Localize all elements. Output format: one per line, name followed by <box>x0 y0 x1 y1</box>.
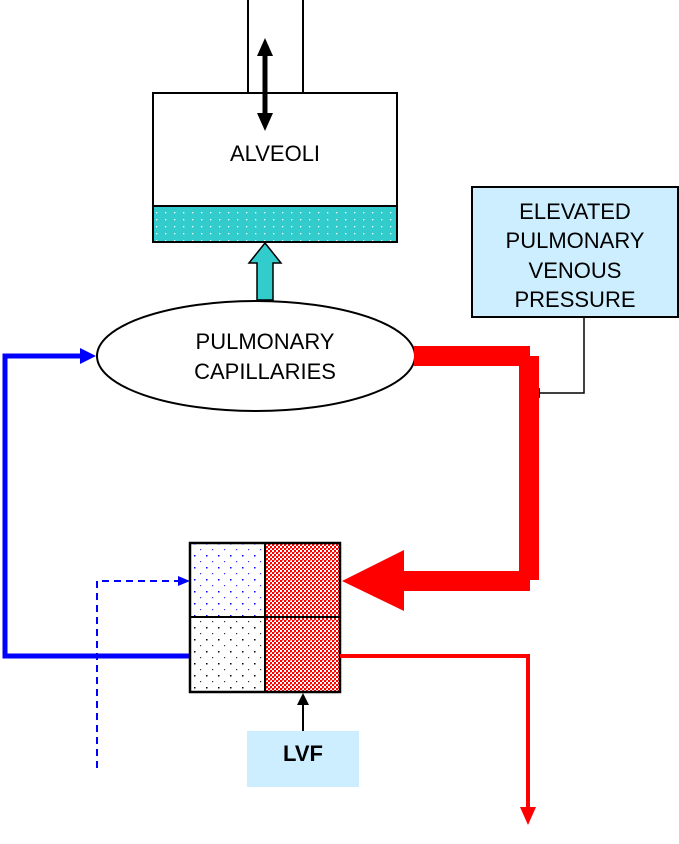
right-ventricle <box>190 617 265 692</box>
elevated-pressure-line-2: PULMONARY <box>506 228 645 253</box>
lvf-box <box>247 731 359 787</box>
alveolar-fluid <box>152 205 398 243</box>
alveoli-label: ALVEOLI <box>230 141 320 166</box>
capillaries-label-line-1: PULMONARY <box>196 329 335 354</box>
capillaries-node: PULMONARY CAPILLARIES <box>96 300 416 412</box>
elevated-pressure-box <box>471 186 679 318</box>
aorta-arrow <box>340 654 536 825</box>
lvf-label: LVF <box>283 741 323 766</box>
capillaries-label-line-2: CAPILLARIES <box>194 359 336 384</box>
elevated-pressure-line-4: PRESSURE <box>514 287 635 312</box>
alveoli-box <box>152 92 398 207</box>
pulmonary-veins-arrow <box>342 346 539 611</box>
elevated-pressure-line-1: ELEVATED <box>519 199 631 224</box>
left-ventricle <box>265 617 340 692</box>
right-atrium <box>190 543 265 617</box>
left-atrium <box>265 543 340 617</box>
elevated-pressure-line-3: VENOUS <box>529 258 622 283</box>
elevated-pressure-node: ELEVATED PULMONARY VENOUS PRESSURE <box>471 186 679 318</box>
alveoli-node: ALVEOLI <box>152 92 398 243</box>
bidirectional-arrow-icon <box>257 38 273 131</box>
airway-tube <box>247 0 304 94</box>
lvf-node: LVF <box>247 731 359 787</box>
heart-node <box>188 541 342 694</box>
venous-return-arrow <box>96 576 190 768</box>
capillaries-ellipse <box>96 300 416 412</box>
fluid-shift-arrow-icon <box>247 241 283 301</box>
lvf-pointer-arrow-icon <box>297 693 309 731</box>
